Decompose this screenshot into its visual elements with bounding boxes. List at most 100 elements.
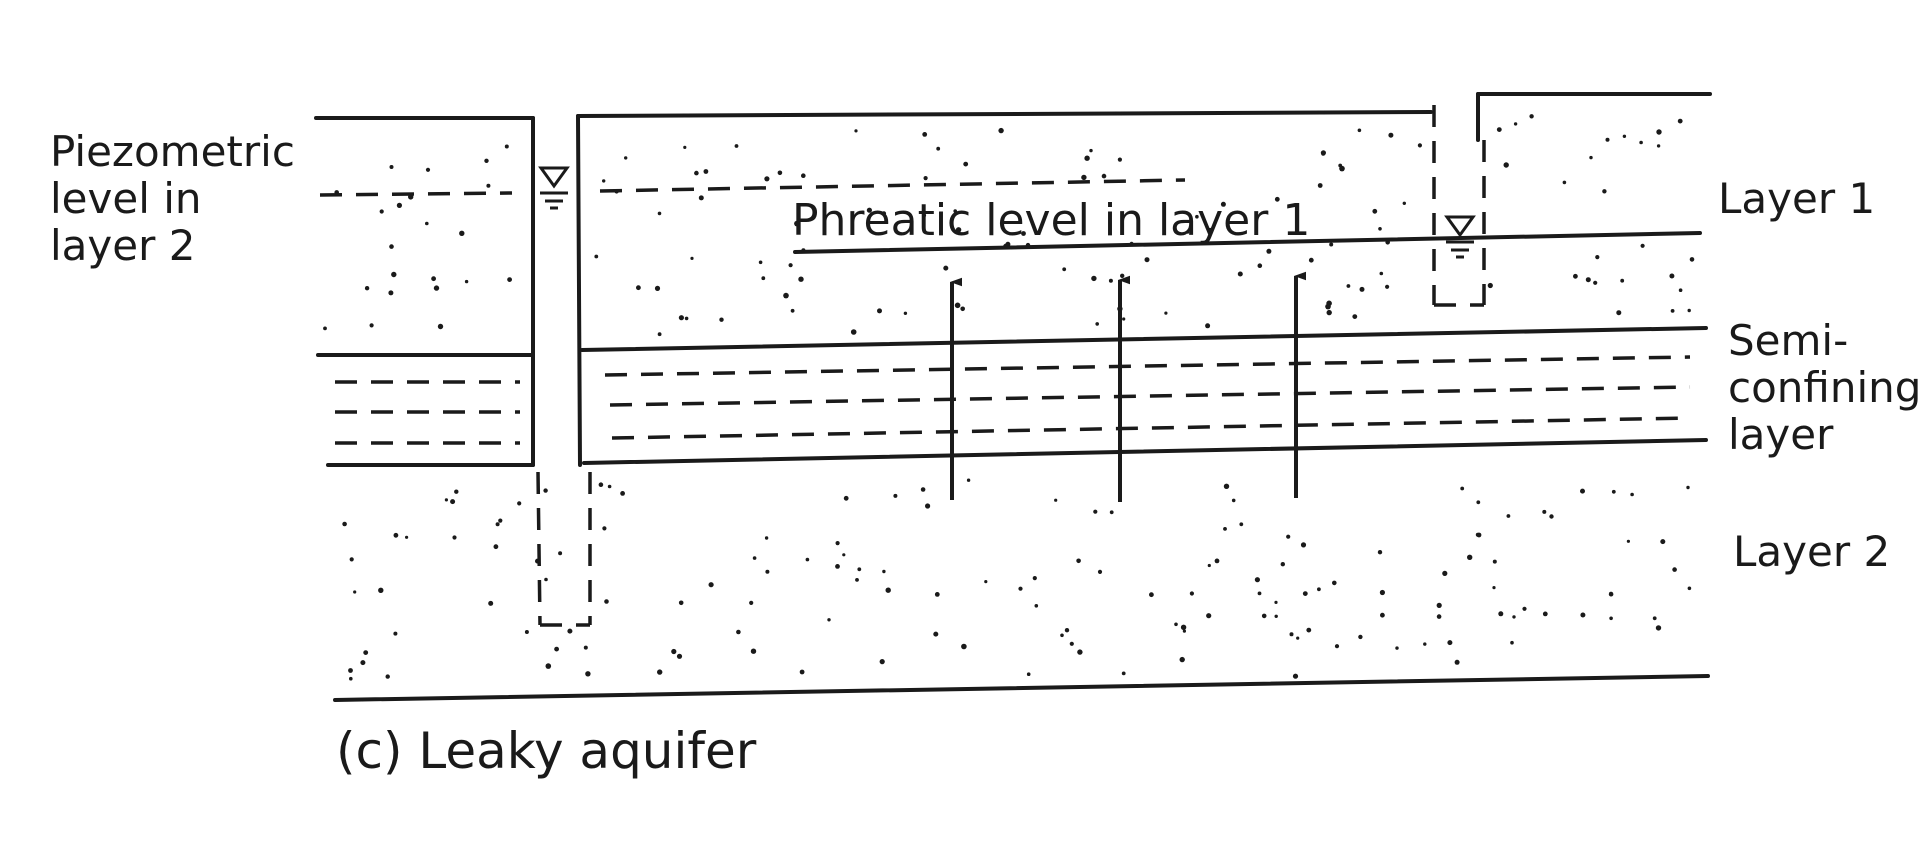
sand-dot bbox=[495, 522, 500, 527]
sand-dot bbox=[1189, 591, 1194, 596]
sand-dot bbox=[1144, 257, 1150, 263]
ground-surface-middle bbox=[576, 110, 1433, 118]
sand-dot bbox=[923, 176, 928, 181]
sand-dot bbox=[936, 146, 941, 151]
sand-dot bbox=[654, 285, 661, 291]
sand-dot bbox=[678, 600, 684, 606]
sand-dot bbox=[1101, 173, 1107, 179]
sand-dot bbox=[798, 276, 804, 282]
sand-dot bbox=[1506, 514, 1511, 518]
sand-dot bbox=[777, 170, 783, 176]
sand-dot bbox=[783, 292, 789, 299]
sand-dot bbox=[544, 577, 548, 582]
sand-dot bbox=[925, 503, 931, 509]
sand-dot bbox=[1214, 558, 1220, 564]
sand-dot bbox=[1660, 539, 1666, 545]
sand-dot bbox=[1580, 612, 1586, 618]
sand-dot bbox=[703, 169, 709, 174]
water-table-triangle-icon bbox=[538, 166, 570, 210]
sand-dot bbox=[1223, 527, 1227, 531]
sand-dot bbox=[1149, 592, 1154, 598]
sand-dot bbox=[1308, 257, 1314, 263]
sand-dot bbox=[1542, 611, 1548, 617]
sand-dot bbox=[602, 526, 607, 531]
sand-dot bbox=[799, 669, 805, 675]
sand-dot bbox=[1593, 280, 1598, 285]
sand-dot bbox=[920, 487, 926, 492]
sand-dot bbox=[1034, 604, 1039, 608]
sand-dot bbox=[459, 230, 465, 236]
sand-dot bbox=[879, 659, 885, 665]
sand-dot bbox=[955, 227, 962, 233]
sand-dot bbox=[488, 600, 494, 606]
sand-dot bbox=[393, 532, 399, 538]
sand-dot bbox=[1357, 128, 1362, 133]
sand-dot bbox=[1223, 483, 1230, 489]
piezometric-level-middle bbox=[599, 178, 1186, 193]
sand-dot bbox=[1206, 613, 1212, 619]
sand-dot bbox=[1686, 485, 1690, 490]
sand-dot bbox=[963, 161, 969, 167]
sand-dot bbox=[1436, 602, 1442, 609]
sand-dot bbox=[452, 535, 457, 540]
sand-dot bbox=[1205, 323, 1211, 329]
sand-dot bbox=[604, 599, 609, 604]
sand-dot bbox=[1585, 277, 1591, 283]
sand-dot bbox=[1379, 589, 1385, 596]
sand-dot bbox=[1602, 189, 1607, 194]
sand-dot bbox=[734, 144, 739, 148]
sand-dot bbox=[1687, 586, 1692, 591]
sand-dot bbox=[396, 202, 402, 208]
sand-dot bbox=[1626, 539, 1630, 543]
sand-dot bbox=[1257, 591, 1262, 596]
sand-dot bbox=[558, 551, 563, 556]
sand-dot bbox=[1622, 134, 1627, 138]
sand-dot bbox=[1689, 257, 1695, 262]
sand-dot bbox=[1097, 569, 1103, 575]
sand-dot bbox=[1358, 634, 1363, 640]
sand-dot bbox=[1512, 615, 1516, 619]
sand-dot bbox=[1018, 586, 1023, 591]
sand-dot bbox=[922, 132, 928, 137]
sand-dot bbox=[954, 302, 961, 309]
sand-dot bbox=[1093, 509, 1098, 514]
sand-dot bbox=[369, 323, 374, 328]
sand-dot bbox=[1182, 629, 1186, 633]
sand-dot bbox=[683, 145, 687, 149]
sand-dot bbox=[349, 676, 353, 681]
sand-dot bbox=[1476, 500, 1481, 505]
sand-dot bbox=[750, 648, 757, 654]
sand-dot bbox=[1280, 562, 1286, 567]
sand-dot bbox=[389, 244, 394, 249]
sand-dot bbox=[393, 631, 398, 636]
sand-dot bbox=[493, 544, 499, 550]
sand-dot bbox=[657, 211, 662, 216]
sand-dot bbox=[1611, 489, 1616, 494]
semiconfining-bottom-right bbox=[582, 438, 1708, 465]
sand-dot bbox=[843, 495, 849, 501]
sand-dot bbox=[524, 630, 529, 634]
sand-dot bbox=[405, 535, 409, 539]
sand-dot bbox=[464, 279, 469, 284]
sand-dot bbox=[794, 220, 800, 227]
sand-dot bbox=[1447, 640, 1453, 646]
sand-dot bbox=[835, 541, 840, 546]
sand-dot bbox=[1377, 550, 1383, 555]
sand-dot bbox=[454, 489, 459, 494]
sand-dot bbox=[1529, 114, 1534, 119]
sand-dot bbox=[855, 578, 859, 582]
sand-dot bbox=[882, 569, 886, 574]
sand-dot bbox=[1254, 577, 1260, 583]
sand-dot bbox=[790, 308, 795, 313]
piezometer-left-tube-a bbox=[536, 471, 542, 626]
sand-dot bbox=[736, 629, 741, 635]
sand-dot bbox=[389, 165, 394, 169]
sand-dot bbox=[961, 643, 967, 650]
sand-dot bbox=[1496, 127, 1502, 132]
sand-dot bbox=[866, 207, 873, 213]
sand-dot bbox=[1257, 263, 1263, 269]
sand-dot bbox=[1442, 570, 1448, 577]
sand-dot bbox=[348, 668, 353, 673]
sand-dot bbox=[788, 263, 793, 268]
sand-dot bbox=[1670, 309, 1675, 313]
